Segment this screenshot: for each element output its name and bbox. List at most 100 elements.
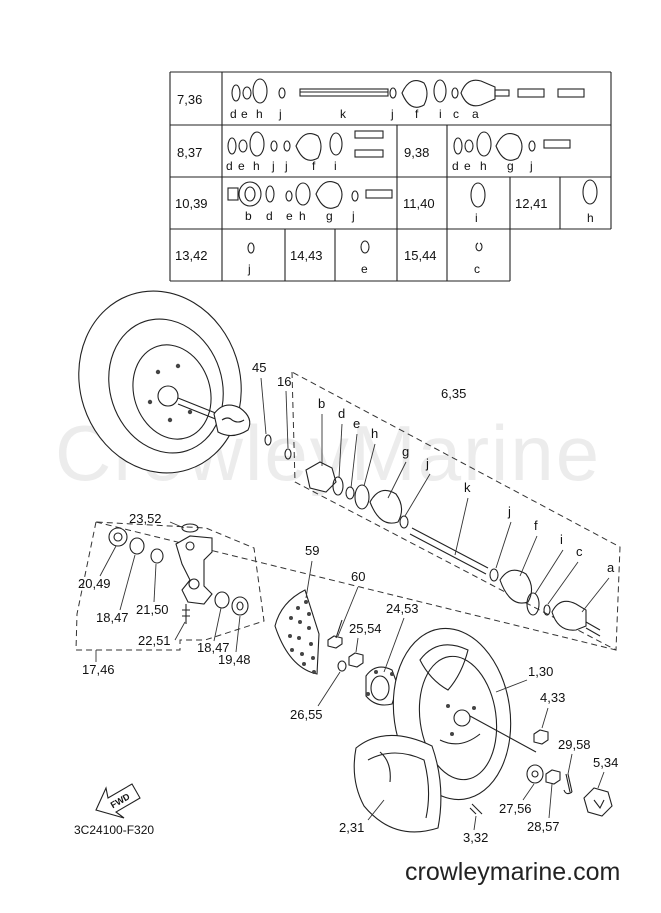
kit-12-41-letter-h: h bbox=[587, 211, 594, 225]
kit-8-37-parts bbox=[227, 130, 384, 161]
kit-13-42-letter-j: j bbox=[247, 262, 251, 276]
knuckle-kit-outline bbox=[75, 521, 265, 651]
kit-7-36-letter-j2: j bbox=[390, 107, 394, 121]
callout-19-48: 19,48 bbox=[218, 652, 251, 667]
lower-wheel-assembly bbox=[353, 627, 537, 833]
forward-arrow-icon: FWD bbox=[95, 783, 141, 819]
kit-10-39-letter-g: g bbox=[326, 209, 333, 223]
kit-8-37-letter-h: h bbox=[253, 159, 260, 173]
callout-18-47-a: 18,47 bbox=[96, 610, 129, 625]
kit-11-40-letter-i: i bbox=[475, 211, 478, 225]
brake-disc bbox=[274, 589, 320, 675]
kit-8-37-letter-e: e bbox=[238, 159, 245, 173]
kit-8-37-letter-j2: j bbox=[284, 159, 288, 173]
callout-21-50: 21,50 bbox=[136, 602, 169, 617]
callout-27-56: 27,56 bbox=[499, 801, 532, 816]
callout-60: 60 bbox=[351, 569, 365, 584]
kit-ref-9-38: 9,38 bbox=[404, 145, 429, 160]
kit-7-36-letter-i: i bbox=[439, 107, 442, 121]
label-g: g bbox=[402, 444, 409, 459]
kit-ref-12-41: 12,41 bbox=[515, 196, 548, 211]
kit-8-37-letter-j: j bbox=[271, 159, 275, 173]
label-h: h bbox=[371, 426, 378, 441]
kit-7-36-letter-e: e bbox=[241, 107, 248, 121]
callout-18-47-b: 18,47 bbox=[197, 640, 230, 655]
washer-27-56 bbox=[526, 764, 544, 784]
kit-9-38-letter-d: d bbox=[452, 159, 459, 173]
kit-7-36-letter-k: k bbox=[340, 107, 347, 121]
callout-25-54: 25,54 bbox=[349, 621, 382, 636]
label-k: k bbox=[464, 480, 471, 495]
kit-8-37-letter-i: i bbox=[334, 159, 337, 173]
kit-9-38-parts bbox=[453, 131, 571, 161]
kit-table: 7,36 8,37 9,38 10,39 11,40 12,41 13,42 1… bbox=[169, 71, 612, 282]
kit-8-37-letter-f: f bbox=[312, 159, 316, 173]
nut-4-33 bbox=[533, 729, 549, 745]
kit-14-43-letter-e: e bbox=[361, 262, 368, 276]
kit-ref-10-39: 10,39 bbox=[175, 196, 208, 211]
upper-tire-assembly bbox=[78, 290, 292, 474]
kit-9-38-letter-h: h bbox=[480, 159, 487, 173]
kit-ref-13-42: 13,42 bbox=[175, 248, 208, 263]
site-url[interactable]: crowleymarine.com bbox=[405, 858, 621, 886]
knuckle-parts bbox=[108, 523, 249, 624]
callout-22-51: 22,51 bbox=[138, 633, 171, 648]
kit-7-36-letter-j: j bbox=[278, 107, 282, 121]
nut-25-54 bbox=[348, 652, 364, 668]
callout-28-57: 28,57 bbox=[527, 819, 560, 834]
kit-7-36-letter-a: a bbox=[472, 107, 479, 121]
callout-20-49: 20,49 bbox=[78, 576, 111, 591]
drawing-code: 3C24100-F320 bbox=[74, 823, 155, 837]
label-j-2: j bbox=[507, 504, 511, 519]
kit-10-39-letter-e: e bbox=[286, 209, 293, 223]
kit-10-39-letter-j: j bbox=[351, 209, 355, 223]
callout-16: 16 bbox=[277, 374, 291, 389]
driveshaft-parts bbox=[305, 461, 601, 637]
kit-15-44-clip bbox=[475, 242, 483, 252]
callout-4-33: 4,33 bbox=[540, 690, 565, 705]
kit-ref-11-40: 11,40 bbox=[403, 196, 435, 211]
kit-10-39-letter-d: d bbox=[266, 209, 273, 223]
callout-26-55: 26,55 bbox=[290, 707, 323, 722]
cotter-pin bbox=[563, 773, 573, 795]
callout-3-32: 3,32 bbox=[463, 830, 488, 845]
callout-59: 59 bbox=[305, 543, 319, 558]
callout-23-52: 23,52 bbox=[129, 511, 162, 526]
kit-9-38-letter-j: j bbox=[529, 159, 533, 173]
kit-9-38-letter-g: g bbox=[507, 159, 514, 173]
label-j: j bbox=[425, 456, 429, 471]
kit-9-38-letter-e: e bbox=[464, 159, 471, 173]
kit-7-36-letter-h: h bbox=[256, 107, 263, 121]
callout-1-30: 1,30 bbox=[528, 664, 553, 679]
valve-stem bbox=[469, 803, 483, 815]
callout-45: 45 bbox=[252, 360, 266, 375]
label-c: c bbox=[576, 544, 583, 559]
callout-29-58: 29,58 bbox=[558, 737, 591, 752]
callout-24-53: 24,53 bbox=[386, 601, 419, 616]
hub-cap bbox=[583, 787, 613, 817]
label-f: f bbox=[534, 518, 538, 533]
kit-7-36-parts bbox=[231, 78, 585, 108]
callout-6-35: 6,35 bbox=[441, 386, 466, 401]
bolt-60 bbox=[327, 619, 343, 649]
kit-ref-15-44: 15,44 bbox=[404, 248, 437, 263]
kit-7-36-letter-c: c bbox=[453, 107, 459, 121]
kit-13-42-clip bbox=[247, 242, 255, 254]
kit-ref-7-36: 7,36 bbox=[177, 92, 202, 107]
label-b: b bbox=[318, 396, 325, 411]
kit-11-40-band bbox=[470, 182, 486, 208]
callout-17-46: 17,46 bbox=[82, 662, 115, 677]
kit-10-39-parts bbox=[227, 181, 393, 209]
kit-8-37-letter-d: d bbox=[226, 159, 233, 173]
label-i: i bbox=[560, 532, 563, 547]
kit-10-39-letter-b: b bbox=[245, 209, 252, 223]
kit-7-36-letter-d: d bbox=[230, 107, 237, 121]
nut-28-57 bbox=[545, 769, 561, 785]
kit-14-43-ring bbox=[360, 240, 370, 254]
kit-12-41-band bbox=[582, 179, 598, 205]
callout-2-31: 2,31 bbox=[339, 820, 364, 835]
kit-ref-14-43: 14,43 bbox=[290, 248, 323, 263]
kit-7-36-letter-f: f bbox=[415, 107, 419, 121]
kit-10-39-letter-h: h bbox=[299, 209, 306, 223]
